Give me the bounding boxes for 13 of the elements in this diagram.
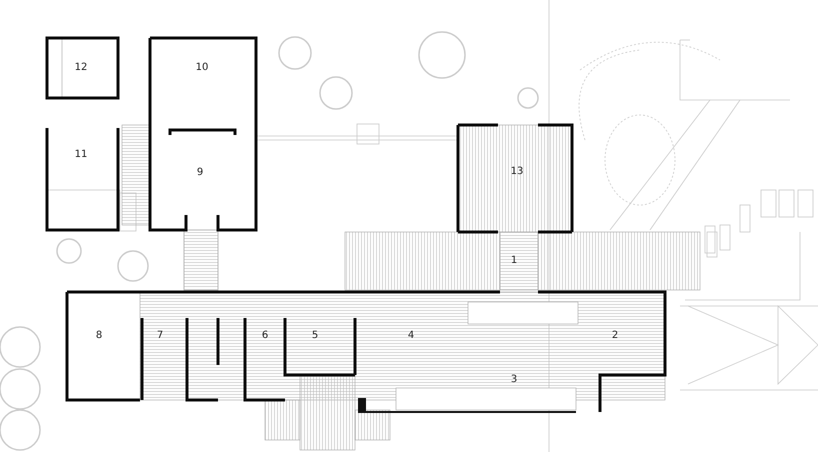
room-number: 11 [74, 150, 88, 160]
room-number: 3 [510, 375, 518, 385]
room-number: 10 [196, 63, 208, 73]
room-number: 2 [612, 331, 618, 341]
room-number: 13 [510, 167, 524, 177]
room-number: 1 [510, 256, 518, 266]
room-number: 7 [156, 331, 164, 341]
room-number: 8 [96, 331, 102, 341]
room-number: 5 [312, 331, 318, 341]
room-number: 9 [196, 168, 204, 178]
room-number: 12 [74, 63, 88, 73]
room-number: 4 [408, 331, 414, 341]
room-number: 6 [262, 331, 268, 341]
